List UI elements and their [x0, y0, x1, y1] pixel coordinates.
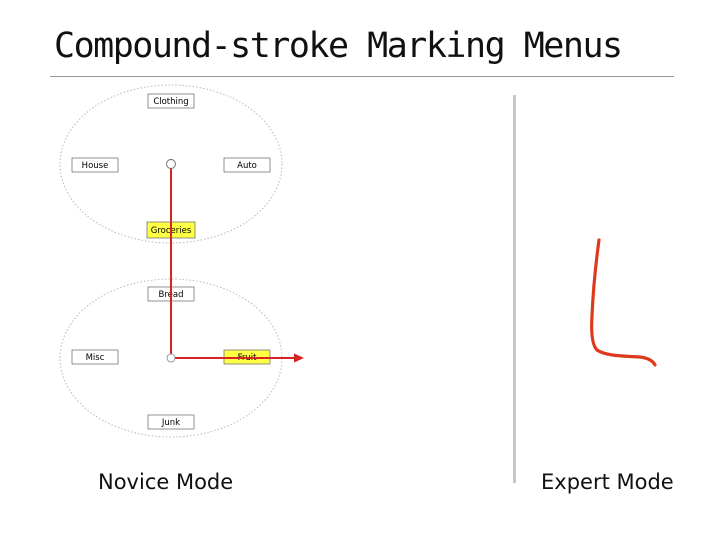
menu-item-misc-label: Misc — [86, 353, 105, 363]
mode-divider — [513, 95, 516, 483]
menu-item-junk[interactable]: Junk — [147, 414, 195, 430]
expert-stroke-path — [590, 238, 657, 367]
top-menu-circle — [59, 84, 283, 244]
menu-item-junk-label: Junk — [161, 418, 180, 428]
menu-item-house[interactable]: House — [71, 157, 119, 173]
menu-item-auto-label: Auto — [237, 161, 257, 171]
menu-item-clothing[interactable]: Clothing — [147, 93, 195, 109]
novice-mode-caption: Novice Mode — [98, 470, 234, 494]
slide-title: Compound-stroke Marking Menus — [54, 26, 623, 66]
arrowhead-icon — [294, 353, 304, 363]
menu-item-clothing-label: Clothing — [153, 97, 188, 107]
top-menu-center — [166, 159, 176, 169]
novice-stroke-path — [170, 168, 296, 359]
menu-item-misc[interactable]: Misc — [71, 349, 119, 365]
expert-mode-caption: Expert Mode — [541, 470, 674, 494]
title-rule — [50, 76, 674, 77]
bottom-menu-center — [166, 353, 176, 363]
menu-item-house-label: House — [82, 161, 109, 171]
menu-item-auto[interactable]: Auto — [223, 157, 271, 173]
